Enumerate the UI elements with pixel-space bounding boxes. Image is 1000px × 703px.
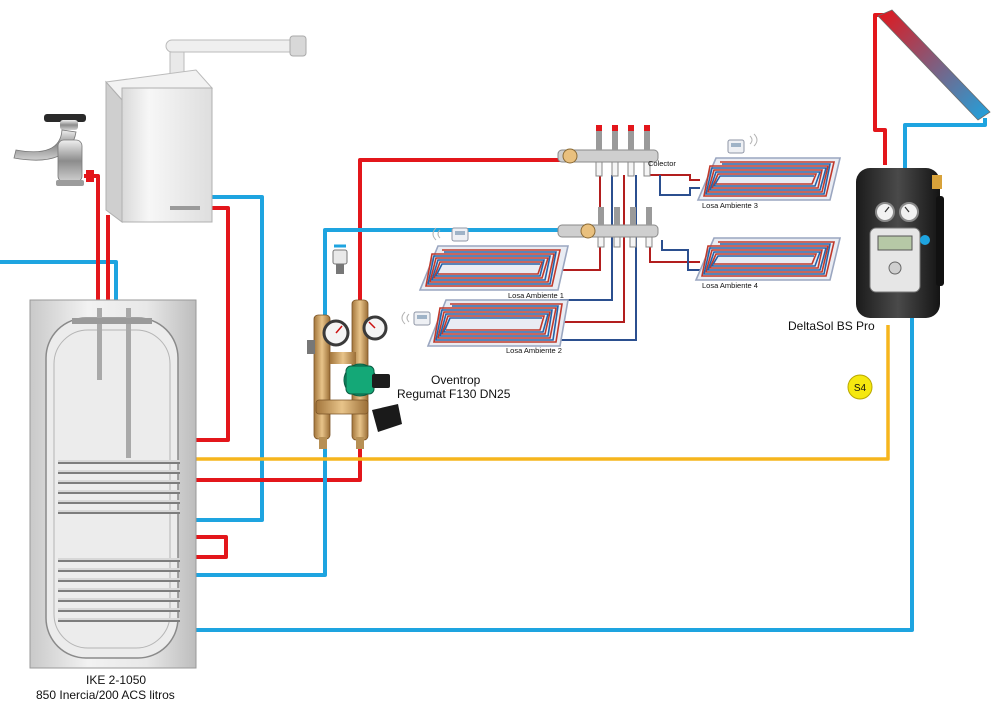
sensor-s4-badge: S4 [847,374,873,400]
storage-tank [29,299,197,669]
pump-icon [343,363,390,397]
cold-inlet-pipe [0,260,118,305]
thermostat-3 [727,133,758,154]
zone-3-label: Losa Ambiente 3 [702,201,758,210]
zone-2-label: Losa Ambiente 2 [506,346,562,355]
solar-return-pipe [196,300,914,632]
floor-loop-lines [560,174,700,341]
solar-controller [856,168,944,318]
boiler-icon [105,35,307,223]
sensor-s4-wire [196,325,890,461]
upper-coil [58,460,180,514]
mixing-station-model-label: Regumat F130 DN25 [397,387,511,401]
faucet-icon [13,114,94,186]
zone-4-label: Losa Ambiente 4 [702,281,758,290]
lower-coil [58,558,180,622]
manometer-icon [322,315,388,347]
manifold-colector [557,125,659,248]
thermostat-icon [401,133,758,326]
solar-collector-icon [877,9,991,121]
tank-capacity-label: 850 Inercia/200 ACS litros [36,688,175,702]
mixing-station [307,244,402,449]
thermostat-2 [401,311,431,326]
slab-ambiente-4 [694,237,842,281]
tank-model-label: IKE 2-1050 [86,673,146,687]
thermostat-1 [432,227,469,242]
manifold-label: Colector [648,159,676,168]
boiler-return-pipe [196,195,264,522]
boiler-flow-pipe [196,206,230,442]
zone-1-label: Losa Ambiente 1 [508,291,564,300]
sensor-s4-label: S4 [854,383,867,394]
tank-lower-loop [196,535,228,559]
slab-ambiente-1 [418,245,570,291]
slab-ambiente-2 [426,299,569,347]
solar-flow-pipe [873,13,887,165]
faucet-hot-pipe [84,174,100,305]
solar-cold-pipe [903,118,987,170]
solar-controller-label: DeltaSol BS Pro [788,319,875,333]
mixing-station-brand-label: Oventrop [431,373,481,387]
slab-ambiente-3 [696,157,842,201]
floor-slabs [418,157,842,347]
